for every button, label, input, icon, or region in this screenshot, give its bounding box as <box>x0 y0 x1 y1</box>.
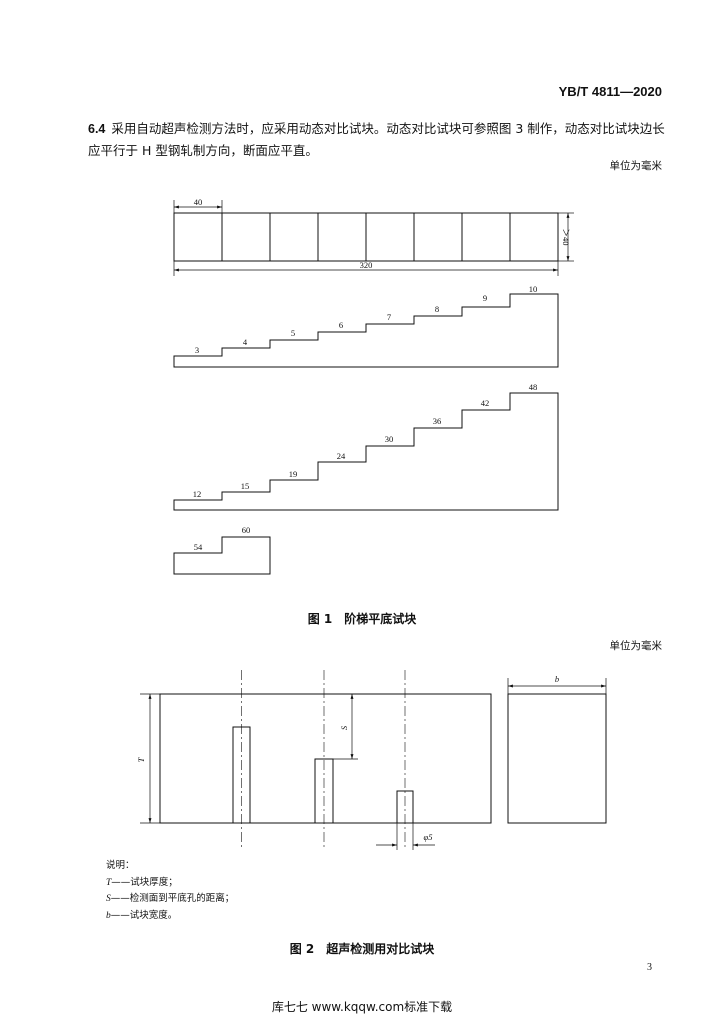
figure1-step-block-2 <box>173 392 559 511</box>
note-text: ——试块厚度； <box>111 876 178 888</box>
thickness-label: T <box>136 756 146 762</box>
figure2-center-lines <box>241 670 406 850</box>
step-label: 9 <box>483 293 487 303</box>
figure1-step-block-1 <box>173 293 559 368</box>
figure1-step-labels-1: 3 4 5 6 7 8 9 10 <box>195 284 537 355</box>
figure2-unit-label: 单位为毫米 <box>609 640 663 652</box>
step-label: 42 <box>481 398 490 408</box>
step-label: 4 <box>243 337 248 347</box>
note-symbol: b <box>106 910 111 921</box>
note-symbol: T <box>106 877 112 888</box>
step-label: 6 <box>339 320 343 330</box>
note-symbol: S <box>106 894 111 904</box>
section-number: 6.4 <box>88 122 106 136</box>
notes-title: 说明： <box>106 860 135 871</box>
standard-code: YB/T 4811—2020 <box>558 84 662 99</box>
footer-text: 库七七 www.kqqw.com标准下载 <box>271 1000 453 1014</box>
step-label: 30 <box>385 434 394 444</box>
step-label: 36 <box>433 416 442 426</box>
step-label: 8 <box>435 304 439 314</box>
figure2-dimension-lines <box>140 678 607 850</box>
figure1-cell-width-label: 40 <box>194 197 203 207</box>
figure1-total-width-label: 320 <box>360 260 373 270</box>
figure2-side-view <box>507 693 607 824</box>
figure1-caption: 图 1 阶梯平底试块 <box>307 612 417 626</box>
step-label: 7 <box>387 312 391 322</box>
step-label: 54 <box>194 542 203 552</box>
figure1-top-block <box>173 212 559 262</box>
step-label: 19 <box>289 469 298 479</box>
section-text: 采用自动超声检测方法时，应采用动态对比试块。动态对比试块可参照图 3 制作，动态… <box>88 121 665 158</box>
figure2-notes: 说明： T——试块厚度； S——检测面到平底孔的距离； b——试块宽度。 <box>106 858 234 924</box>
note-text: ——试块宽度。 <box>110 909 178 921</box>
step-label: 60 <box>242 525 251 535</box>
figure2-caption: 图 2 超声检测用对比试块 <box>289 942 435 956</box>
step-label: 48 <box>529 382 538 392</box>
figure1-step-block-3 <box>173 536 271 575</box>
note-item: b——试块宽度。 <box>106 908 234 925</box>
figure1-dimension-lines <box>173 200 574 276</box>
step-label: 10 <box>529 284 538 294</box>
figure2-test-block <box>159 693 492 824</box>
step-label: 24 <box>337 451 346 461</box>
distance-label: S <box>339 725 349 730</box>
figure1-unit-label: 单位为毫米 <box>609 160 663 172</box>
note-text: ——检测面到平底孔的距离； <box>110 893 235 904</box>
width-label: b <box>555 674 559 684</box>
hole-diameter-label: φ5 <box>424 832 433 842</box>
figure1-step-labels-2: 12 15 19 24 30 36 42 48 <box>193 382 538 499</box>
note-item: S——检测面到平底孔的距离； <box>106 891 234 908</box>
step-label: 5 <box>291 328 295 338</box>
page-number: 3 <box>647 962 652 973</box>
step-label: 3 <box>195 345 199 355</box>
figure1-height-label: ＞40 <box>561 228 571 245</box>
step-label: 12 <box>193 489 202 499</box>
note-item: T——试块厚度； <box>106 875 234 892</box>
step-label: 15 <box>241 481 250 491</box>
